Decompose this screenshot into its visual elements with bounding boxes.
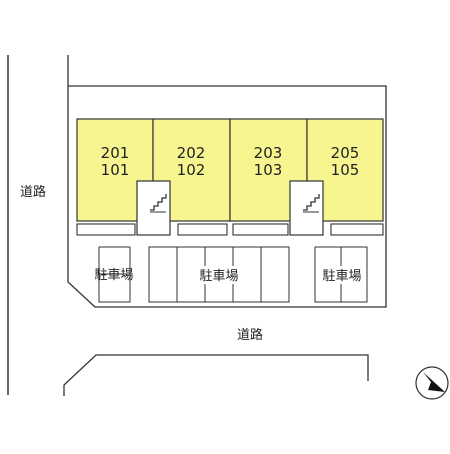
porch-strip [177, 223, 228, 236]
parking-center: 駐車場 [148, 246, 290, 303]
unit-number-102: 102 [177, 161, 206, 179]
stairs-icon [303, 194, 320, 213]
unit-number-203: 203 [254, 144, 283, 162]
parking-left: 駐車場 [94, 246, 134, 303]
unit-number-205: 205 [331, 144, 360, 162]
unit-number-103: 103 [254, 161, 283, 179]
west-road-label: 道路 [20, 184, 46, 200]
parking-label: 駐車場 [322, 269, 361, 284]
south-road-edge [63, 354, 369, 396]
building: 201 101 202 102 203 103 205 105 [76, 118, 384, 236]
unit-number-201: 201 [101, 144, 130, 162]
parking-label: 駐車場 [94, 268, 133, 283]
parking-label: 駐車場 [199, 269, 238, 284]
porch-strip [232, 223, 289, 236]
stairs-icon [150, 194, 167, 213]
property-boundary [67, 55, 387, 308]
porch-strip [76, 223, 136, 236]
unit-number-101: 101 [101, 161, 130, 179]
unit-number-105: 105 [331, 161, 360, 179]
south-road-label: 道路 [237, 327, 263, 343]
parking-right: 駐車場 [314, 246, 368, 303]
unit-number-202: 202 [177, 144, 206, 162]
north-arrow-icon [415, 366, 449, 400]
porch-strip [330, 223, 384, 236]
